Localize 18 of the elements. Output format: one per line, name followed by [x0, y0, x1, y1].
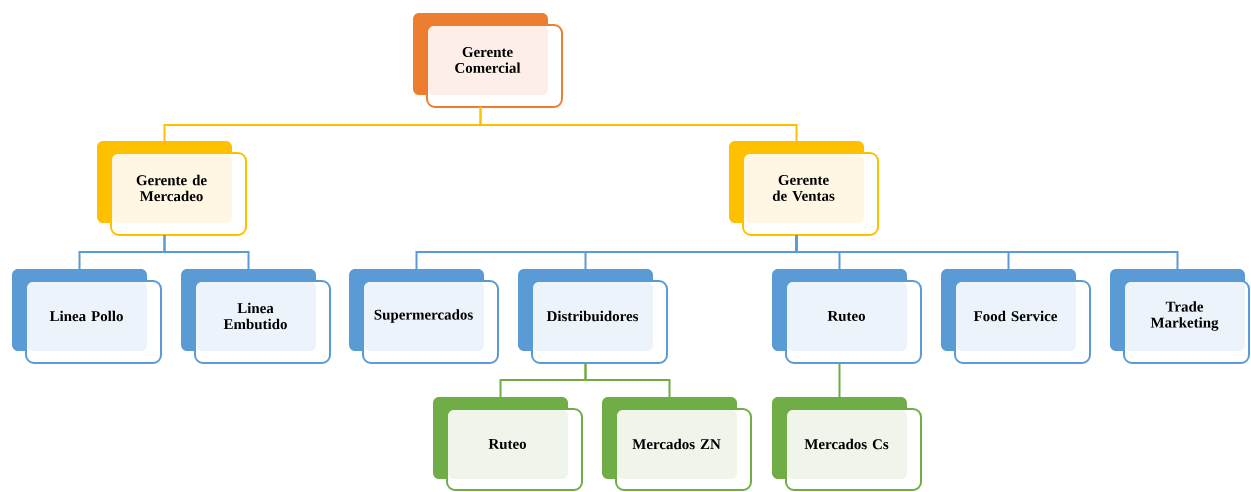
org-box: Mercados ZN: [602, 397, 752, 491]
org-box: Trade Marketing: [1110, 269, 1250, 364]
connector-line: [584, 362, 671, 398]
org-box: Supermercados: [349, 269, 499, 364]
connector-line: [479, 106, 798, 142]
connector-line: [795, 234, 1179, 270]
connector-line: [163, 234, 250, 270]
org-box: Food Service: [941, 269, 1091, 364]
org-box: Gerente Comercial: [413, 13, 563, 108]
connector-line: [838, 362, 841, 398]
org-box: Gerente de Mercadeo: [97, 141, 247, 236]
org-box: Distribuidores: [518, 269, 668, 364]
org-box: Gerente de Ventas: [729, 141, 879, 236]
org-box: Ruteo: [433, 397, 583, 491]
org-box: Linea Embutido: [181, 269, 331, 364]
org-box: Ruteo: [772, 269, 922, 364]
org-box: Mercados Cs: [772, 397, 922, 491]
org-box: Linea Pollo: [12, 269, 162, 364]
